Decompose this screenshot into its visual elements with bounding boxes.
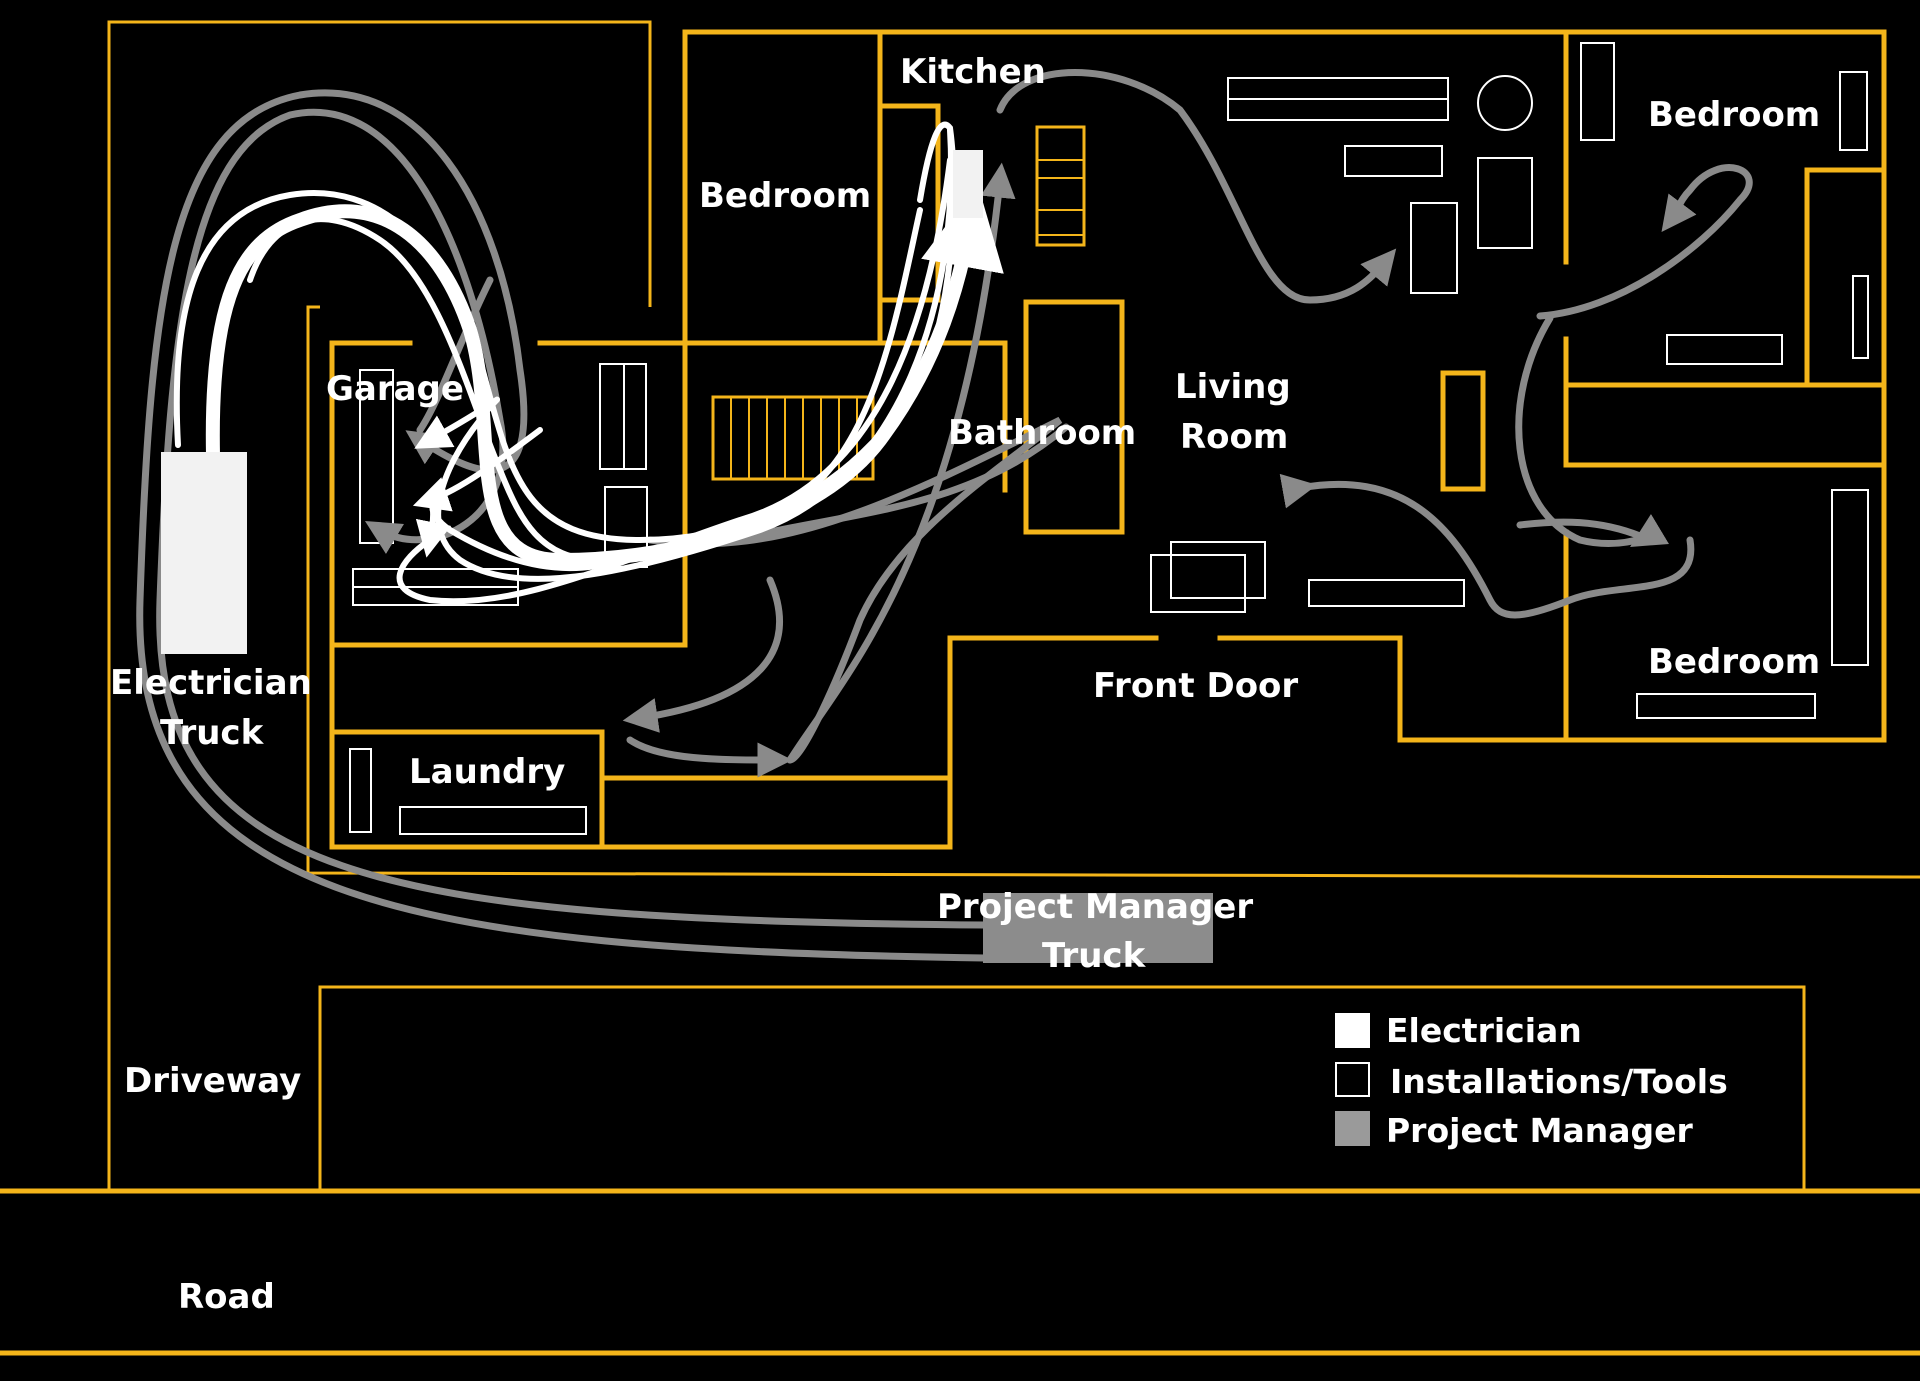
- cabinet: [1440, 370, 1486, 492]
- house-walls: [329, 29, 1887, 850]
- electrician-truck: [161, 452, 247, 654]
- electrician-paths: [173, 121, 1004, 605]
- label-bedroom-top-right: Bedroom: [1648, 95, 1820, 135]
- bathroom-walls: [1023, 299, 1125, 535]
- label-pm-truck-2: Truck: [1042, 936, 1147, 976]
- legend-swatch-installations: [1335, 1062, 1370, 1097]
- label-laundry: Laundry: [409, 752, 565, 792]
- label-electrician-truck-1: Electrician: [110, 663, 312, 703]
- legend-label-project-manager: Project Manager: [1386, 1111, 1694, 1150]
- legend-swatch-project-manager: [1335, 1111, 1370, 1146]
- panel-installation: [953, 150, 983, 218]
- label-living-room-2: Room: [1180, 417, 1288, 457]
- yard-area: [318, 985, 1806, 1193]
- label-pm-truck-1: Project Manager: [937, 887, 1253, 927]
- legend-label-installations: Installations/Tools: [1390, 1062, 1728, 1101]
- label-road: Road: [178, 1277, 275, 1317]
- label-bedroom-left: Bedroom: [699, 176, 871, 216]
- label-bathroom: Bathroom: [948, 413, 1136, 453]
- legend: Electrician Installations/Tools Project …: [1335, 1011, 1728, 1150]
- label-kitchen: Kitchen: [900, 52, 1046, 92]
- label-electrician-truck-2: Truck: [160, 713, 265, 753]
- label-bedroom-bottom-right: Bedroom: [1648, 642, 1820, 682]
- legend-label-electrician: Electrician: [1386, 1011, 1582, 1050]
- legend-swatch-electrician: [1335, 1013, 1370, 1048]
- road: [0, 1188, 1920, 1356]
- label-living-room-1: Living: [1175, 367, 1291, 407]
- label-driveway: Driveway: [124, 1061, 301, 1101]
- installations: [349, 42, 1869, 835]
- label-garage: Garage: [326, 369, 464, 409]
- label-front-door: Front Door: [1093, 666, 1298, 706]
- lot-outline: [107, 20, 1920, 1193]
- project-manager-truck: [983, 893, 1213, 963]
